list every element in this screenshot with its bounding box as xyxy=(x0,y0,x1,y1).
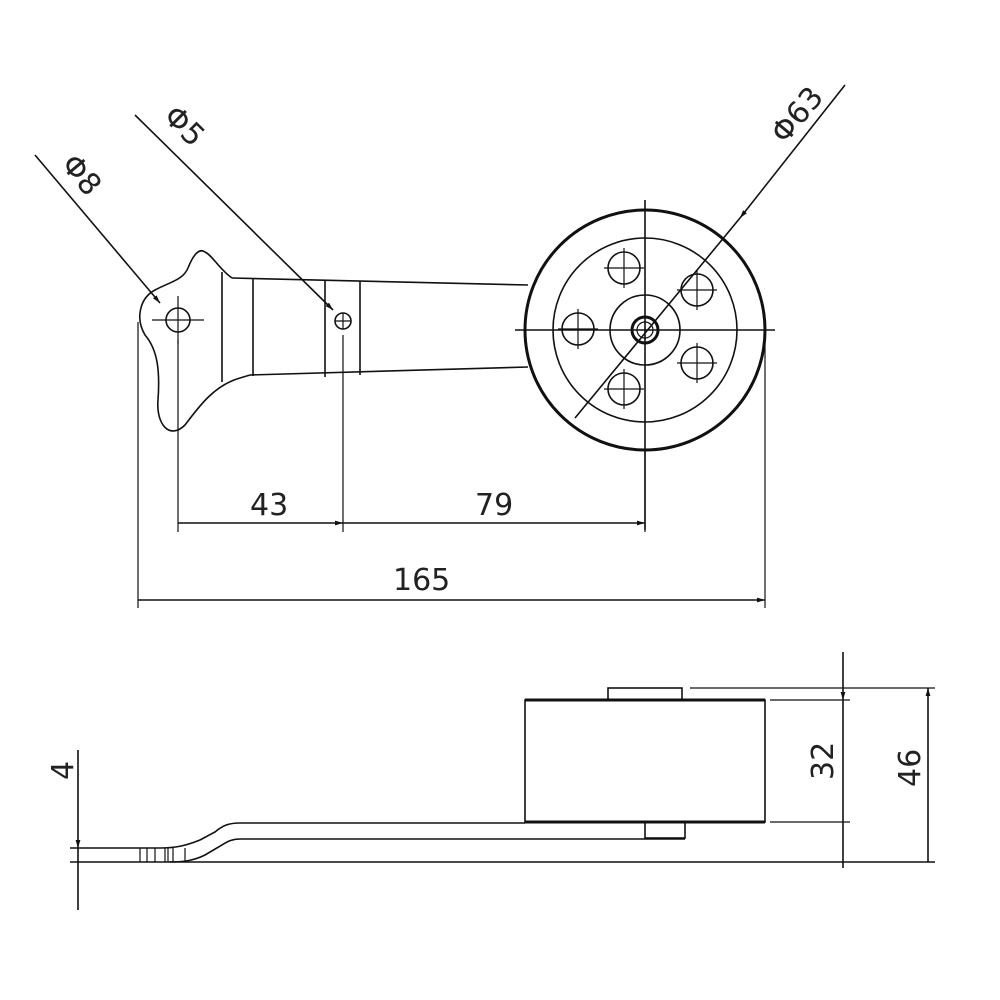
wheel-bolt-holes xyxy=(558,248,717,409)
arm-side-top xyxy=(70,822,525,849)
arm-side-bottom xyxy=(169,838,685,863)
label-phi8: Φ8 xyxy=(54,148,108,203)
leader-phi8 xyxy=(34,154,161,304)
label-79: 79 xyxy=(475,488,513,523)
leader-phi5 xyxy=(134,114,334,311)
label-43: 43 xyxy=(250,488,288,523)
arm-ear-outline xyxy=(139,250,251,432)
label-4: 4 xyxy=(46,761,81,780)
label-32: 32 xyxy=(806,742,841,780)
leader-phi63 xyxy=(739,84,846,219)
hole-5-centerline xyxy=(335,313,351,329)
arm-bottom-edge xyxy=(249,366,529,376)
top-view: Φ8 Φ5 Φ63 43 79 165 xyxy=(34,80,846,608)
extension-lines xyxy=(137,322,766,608)
side-view: 4 32 46 xyxy=(46,652,935,910)
wheel-side xyxy=(524,699,766,823)
side-extension-lines xyxy=(690,687,935,823)
wheel-side-edges xyxy=(525,698,765,824)
leader-phi63-through xyxy=(574,217,741,419)
hole-section-lines xyxy=(139,848,186,862)
label-phi5: Φ5 xyxy=(156,99,211,154)
arm-top-edge xyxy=(231,277,529,286)
label-165: 165 xyxy=(393,563,450,598)
label-46: 46 xyxy=(893,749,928,787)
hub-bottom xyxy=(644,821,686,839)
hub-top xyxy=(607,687,683,701)
hole-8-centerline xyxy=(152,296,204,344)
